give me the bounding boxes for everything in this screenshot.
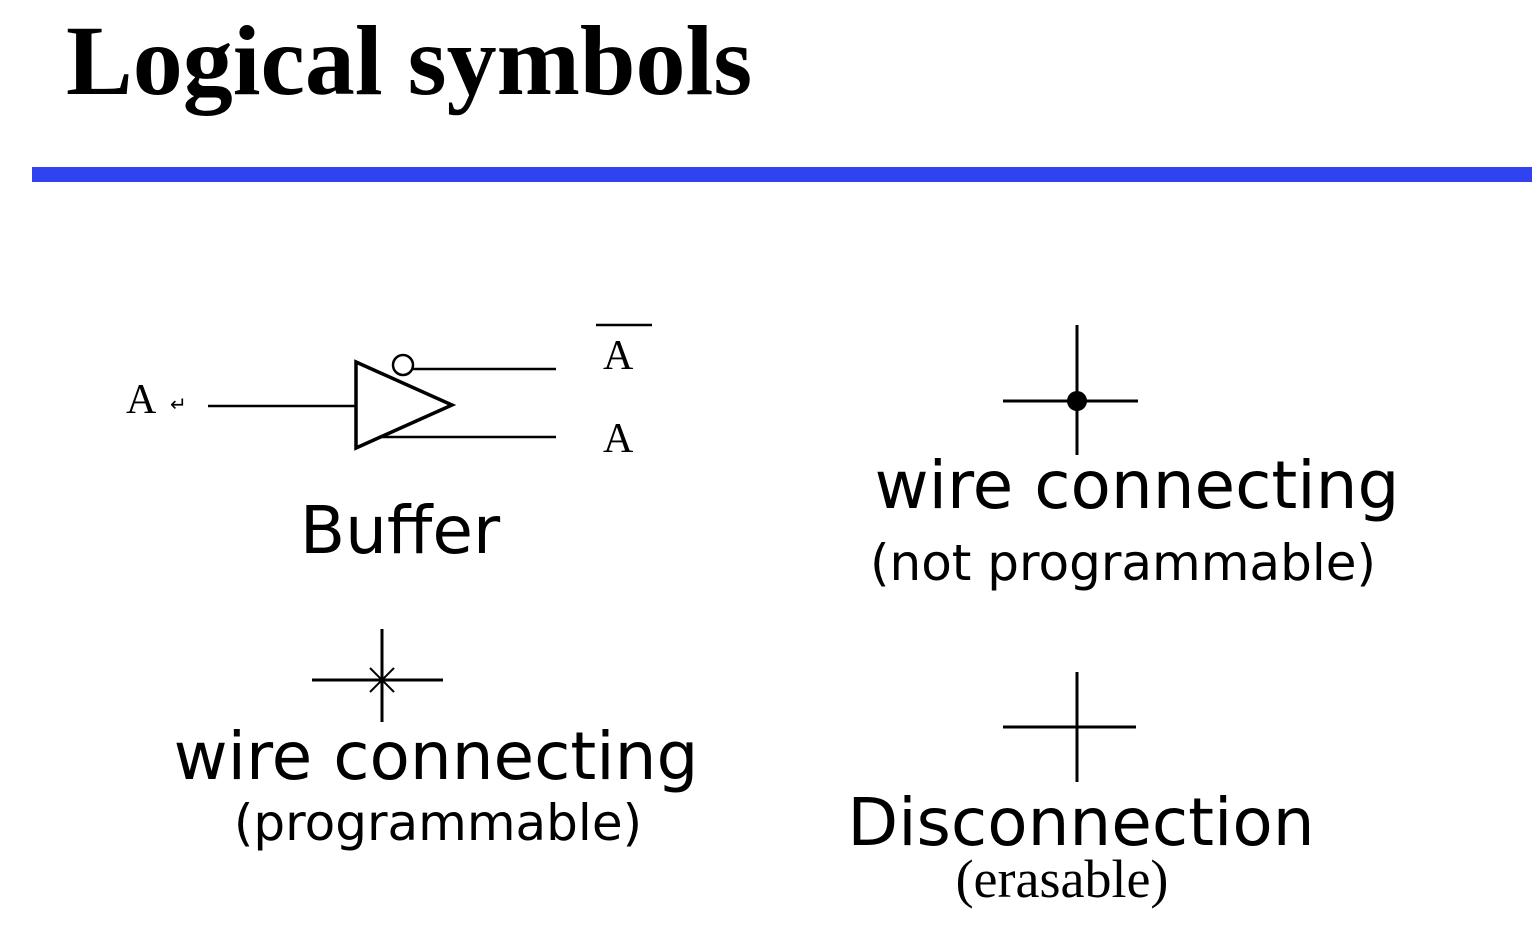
disconnection-caption: Disconnection — [847, 784, 1314, 861]
dot-junction-icon — [1003, 325, 1138, 455]
buffer-output-label: A — [603, 416, 634, 462]
buffer-input-label: A — [126, 377, 157, 423]
inversion-bubble-icon — [391, 353, 415, 377]
programmable-connection-caption: wire connecting — [174, 718, 699, 795]
buffer-symbol: A ↵ A A — [126, 323, 652, 462]
buffer-triangle-icon — [354, 359, 457, 451]
buffer-inverted-output-label: A — [603, 333, 634, 379]
return-glyph: ↵ — [170, 394, 187, 416]
programmable-connection-subcaption: (programmable) — [234, 794, 642, 852]
fixed-connection-caption: wire connecting — [875, 447, 1400, 524]
fixed-connection-subcaption: (not programmable) — [870, 534, 1376, 592]
title-underline — [32, 167, 1532, 182]
page-title: Logical symbols — [66, 5, 753, 116]
disconnection-subcaption: (erasable) — [956, 849, 1169, 909]
plain-crossing-icon — [1003, 672, 1136, 782]
cross-junction-icon — [312, 629, 443, 722]
buffer-caption: Buffer — [300, 492, 501, 569]
